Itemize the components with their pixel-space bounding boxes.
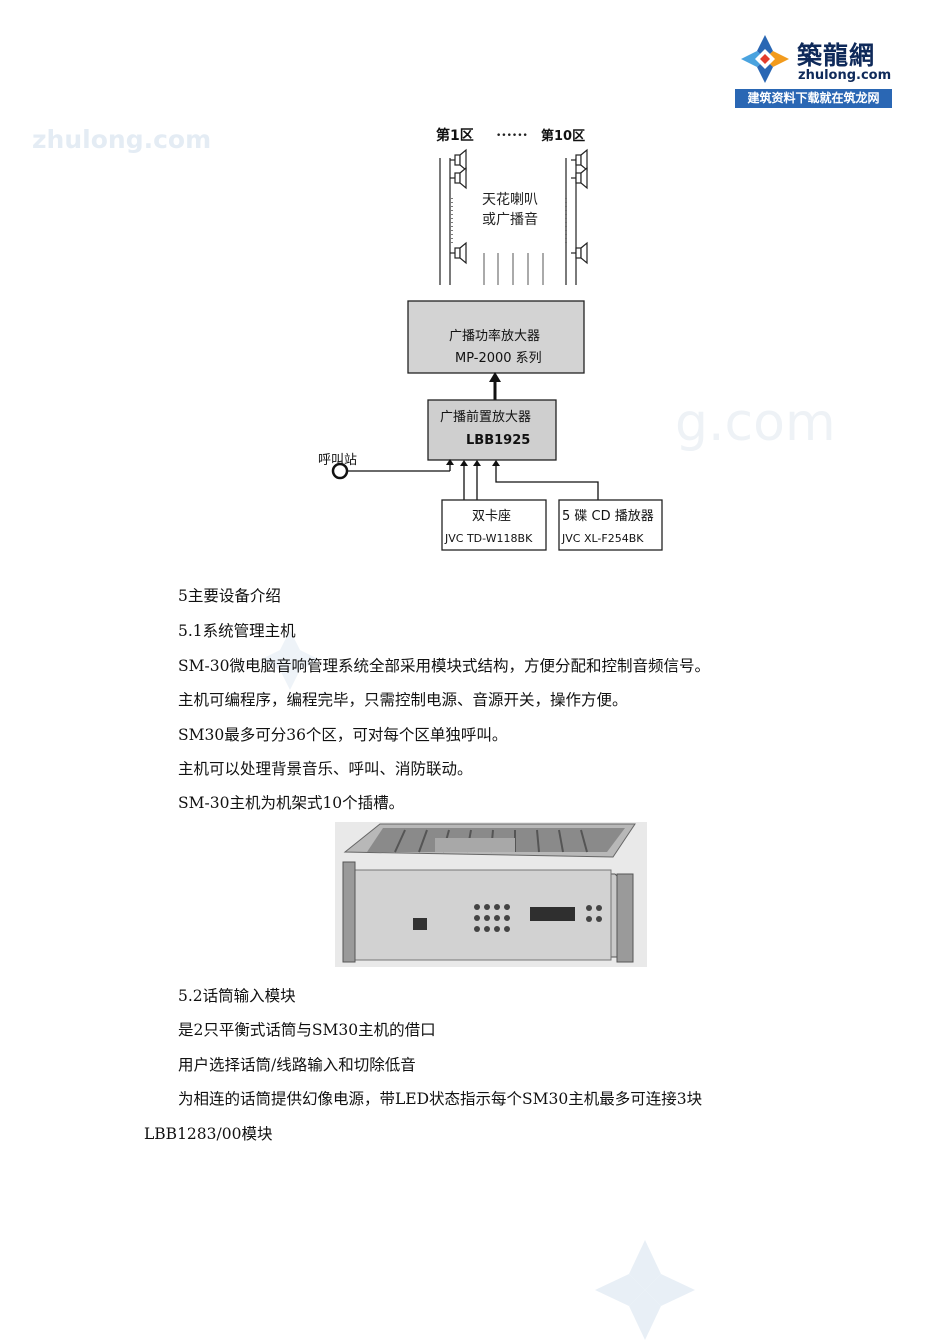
paragraph: SM-30主机为机架式10个插槽。 bbox=[178, 794, 405, 812]
section-5-2-heading: 5.2话筒输入模块 bbox=[178, 987, 296, 1005]
speaker-icon bbox=[454, 166, 467, 190]
paragraph: 主机可编程序，编程完毕，只需控制电源、音源开关，操作方便。 bbox=[178, 691, 628, 709]
watermark-middle-right: g.com bbox=[675, 393, 836, 453]
speakers-label-line1: 天花喇叭 bbox=[482, 192, 538, 208]
diagram-svg: 第1区 •••••• 第10区 bbox=[318, 127, 663, 551]
watermark-diamond-icon bbox=[260, 630, 320, 690]
paragraph: SM30最多可分36个区，可对每个区单独呼叫。 bbox=[178, 726, 508, 744]
speaker-icon bbox=[454, 148, 467, 172]
logo-name-cn: 築龍網 bbox=[797, 41, 876, 70]
cd-player-box bbox=[558, 499, 663, 551]
speaker-icon bbox=[575, 148, 588, 172]
cassette-deck-model: JVC TD-W118BK bbox=[444, 532, 533, 545]
zone-dots: •••••• bbox=[496, 131, 528, 141]
watermark-diamond-bottom-icon bbox=[595, 1240, 695, 1340]
section-5-1-heading: 5.1系统管理主机 bbox=[178, 622, 296, 640]
microphone-icon bbox=[331, 462, 349, 480]
speaker-icon bbox=[575, 166, 588, 190]
speakers-label-line2: 或广播音 bbox=[482, 211, 538, 228]
speaker-icon bbox=[454, 241, 467, 265]
arrow-up-icon bbox=[489, 372, 501, 400]
paragraph: 为相连的话筒提供幻像电源，带LED状态指示每个SM30主机最多可连接3块 bbox=[178, 1090, 703, 1108]
logo-slogan: 建筑资料下载就在筑龙网 bbox=[747, 91, 880, 105]
arrow-up-icon bbox=[446, 459, 454, 465]
speaker-icon bbox=[575, 241, 588, 265]
logo-name-en: zhulong.com bbox=[798, 68, 892, 83]
broadcast-system-diagram: 第1区 •••••• 第10区 bbox=[300, 118, 680, 558]
speaker-wires bbox=[483, 253, 544, 285]
paragraph: 是2只平衡式话筒与SM30主机的借口 bbox=[178, 1021, 436, 1039]
section-5-heading: 5主要设备介绍 bbox=[178, 587, 281, 605]
pre-amp-title: 广播前置放大器 bbox=[440, 409, 531, 425]
left-speaker-column bbox=[439, 158, 455, 285]
right-speaker-column bbox=[565, 158, 577, 285]
call-station-label: 呼叫站 bbox=[318, 453, 357, 468]
logo-diamond-icon bbox=[741, 35, 789, 83]
cd-player-model: JVC XL-F254BK bbox=[561, 532, 644, 545]
zhulong-logo: 築龍網 zhulong.com 建筑资料下载就在筑龙网 bbox=[735, 30, 892, 108]
cassette-deck-title: 双卡座 bbox=[472, 509, 511, 524]
pre-amplifier-box bbox=[427, 399, 557, 461]
paragraph: LBB1283/00模块 bbox=[144, 1125, 273, 1143]
cd-player-title: 5 碟 CD 播放器 bbox=[562, 509, 654, 524]
logo-mark-area: 築龍網 zhulong.com bbox=[735, 30, 892, 88]
power-amplifier-box bbox=[407, 300, 585, 374]
arrow-up-icon bbox=[460, 460, 468, 466]
arrow-up-icon bbox=[492, 460, 500, 466]
paragraph: SM-30微电脑音响管理系统全部采用模块式结构，方便分配和控制音频信号。 bbox=[178, 657, 710, 675]
power-amp-title: 广播功率放大器 bbox=[449, 328, 540, 344]
watermark-top-left: zhulong.com bbox=[32, 125, 212, 154]
rack-unit-image bbox=[335, 822, 647, 967]
paragraph: 用户选择话筒/线路输入和切除低音 bbox=[178, 1056, 416, 1074]
logo-slogan-strip: 建筑资料下载就在筑龙网 bbox=[735, 89, 892, 108]
zone-last-label: 第10区 bbox=[541, 128, 585, 144]
pre-amp-model: LBB1925 bbox=[466, 433, 530, 448]
cassette-deck-box bbox=[441, 499, 547, 551]
power-amp-model: MP-2000 系列 bbox=[455, 351, 542, 366]
paragraph: 主机可以处理背景音乐、呼叫、消防联动。 bbox=[178, 760, 473, 778]
sm30-host-photo bbox=[335, 822, 647, 967]
arrow-up-icon bbox=[473, 460, 481, 466]
zone-first-label: 第1区 bbox=[436, 127, 474, 144]
